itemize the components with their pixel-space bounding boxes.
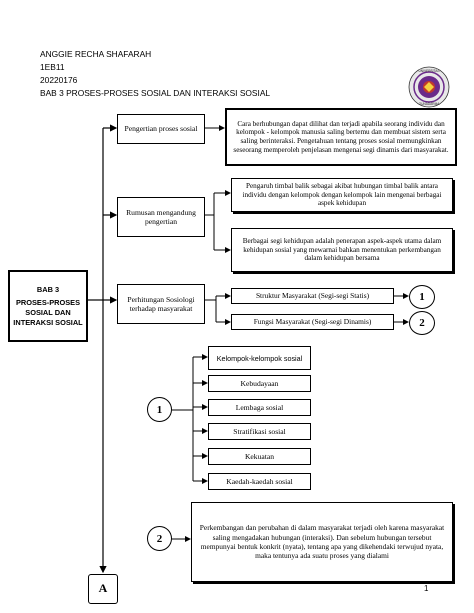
rumusan-box-1: Pengaruh timbal balik sebagai akibat hub… xyxy=(231,178,453,212)
section1-item-3: Lembaga sosial xyxy=(208,399,311,416)
node-rumusan: Rumusan mengandung pengertian xyxy=(117,197,205,237)
section1-item-5: Kekuatan xyxy=(208,448,311,465)
author-name: ANGGIE RECHA SHAFARAH xyxy=(40,49,152,59)
logo-text-top: UNIVERSITAS xyxy=(418,69,439,73)
rumusan-box-2: Berbagai segi kehidupan adalah penerapan… xyxy=(231,228,453,272)
section1-item-4: Stratifikasi sosial xyxy=(208,423,311,440)
section1-item-6: Kaedah-kaedah sosial xyxy=(208,473,311,490)
node-pengertian: Pengertian proses sosial xyxy=(117,114,205,144)
section2-text-box: Perkembangan dan perubahan di dalam masy… xyxy=(191,502,453,582)
connector-a: A xyxy=(88,574,118,604)
section1-item-2: Kebudayaan xyxy=(208,375,311,392)
section1-item-1: Kelompok-kelompok sosial xyxy=(208,346,311,370)
node-perhitungan: Perhitungan Sosiologi terhadap masyaraka… xyxy=(117,284,205,324)
student-number: 20220176 xyxy=(40,75,78,85)
fungsi-box: Fungsi Masyarakat (Segi-segi Dinamis) xyxy=(231,314,394,330)
struktur-number-badge: 1 xyxy=(409,285,435,309)
logo-text-bottom: GUNADARMA xyxy=(419,102,441,106)
chapter-box: BAB 3 PROSES-PROSES SOSIAL DAN INTERAKSI… xyxy=(8,270,88,342)
chapter-title: BAB 3 PROSES-PROSES SOSIAL DAN INTERAKSI… xyxy=(40,88,271,98)
struktur-box: Struktur Masyarakat (Segi-segi Statis) xyxy=(231,288,394,304)
section1-number-badge: 1 xyxy=(147,397,172,422)
definition-box: Cara berhubungan dapat dilihat dan terja… xyxy=(225,108,457,166)
class-code: 1EB11 xyxy=(40,62,65,72)
fungsi-number-badge: 2 xyxy=(409,311,435,335)
page-number: 1 xyxy=(424,584,429,593)
chapter-subject: PROSES-PROSES SOSIAL DAN INTERAKSI SOSIA… xyxy=(13,297,83,327)
university-logo: UNIVERSITAS GUNADARMA xyxy=(408,66,450,108)
section2-number-badge: 2 xyxy=(147,526,172,551)
chapter-label: BAB 3 xyxy=(36,284,60,294)
